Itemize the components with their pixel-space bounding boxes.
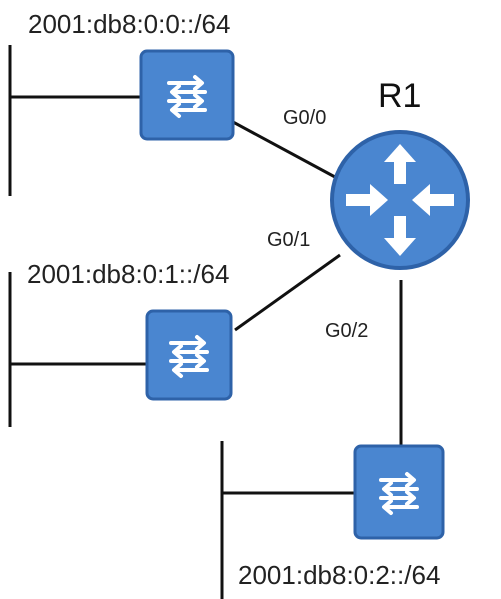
interface-label-g0-1: G0/1: [267, 229, 310, 251]
switch-2[interactable]: [145, 309, 233, 401]
router-name-label: R1: [378, 77, 421, 115]
switch-1[interactable]: [139, 49, 235, 141]
interface-label-g0-0: G0/0: [283, 107, 326, 129]
switch-3[interactable]: [353, 444, 445, 540]
network-label-net2: 2001:db8:0:2::/64: [238, 560, 440, 590]
link-g0-0: [232, 120, 336, 179]
link-g0-1: [234, 253, 341, 332]
network-label-net0: 2001:db8:0:0::/64: [28, 9, 230, 39]
router-r1[interactable]: [330, 130, 470, 270]
interface-label-g0-2: G0/2: [325, 320, 368, 342]
network-label-net1: 2001:db8:0:1::/64: [27, 259, 229, 289]
router-icon: [346, 144, 454, 256]
